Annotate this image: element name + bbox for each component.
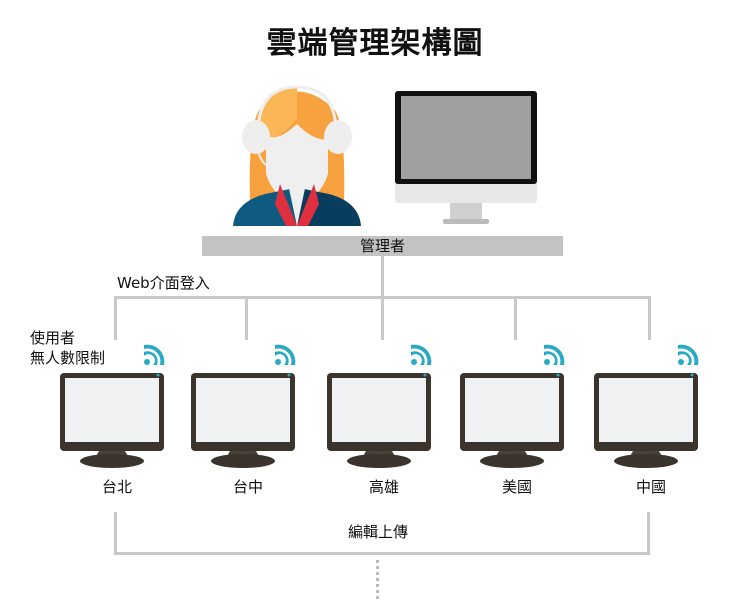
client-0: 台北 (57, 340, 177, 497)
client-label: 台中 (232, 478, 263, 496)
wifi-icon (144, 344, 165, 365)
client-3: 美國 (457, 340, 577, 497)
connector-line (381, 298, 384, 340)
client-label: 美國 (501, 478, 532, 496)
client-label: 台北 (101, 478, 132, 496)
connector-line (514, 298, 517, 340)
client-monitor-icon (191, 344, 296, 468)
client-monitor-icon (594, 344, 699, 468)
admin-person-icon (233, 85, 361, 226)
client-1: 台中 (188, 340, 308, 497)
client-4: 中國 (591, 340, 711, 497)
connector-line (114, 296, 651, 299)
connector-line (648, 298, 651, 340)
client-monitor-icon (460, 344, 565, 468)
connector-line (114, 552, 650, 555)
diagram-title: 雲端管理架構圖 (266, 26, 484, 61)
users-note-line1: 使用者 (30, 329, 76, 347)
connector-line (114, 298, 117, 340)
client-monitor-icon (60, 344, 165, 468)
connector-line (114, 512, 117, 555)
login-label: Web介面登入 (117, 274, 210, 292)
client-monitor-icon (327, 344, 432, 468)
admin-monitor-icon (395, 91, 537, 224)
wifi-icon (678, 344, 699, 365)
client-label: 中國 (635, 478, 666, 496)
upload-label: 編輯上傳 (347, 523, 408, 541)
client-label: 高雄 (368, 478, 399, 496)
connector-line (647, 512, 650, 555)
connector-line (245, 298, 248, 340)
continuation-dots (376, 560, 379, 600)
wifi-icon (411, 344, 432, 365)
wifi-icon (275, 344, 296, 365)
client-2: 高雄 (324, 340, 444, 497)
connector-line (381, 256, 384, 298)
admin-bar: 管理者 (202, 236, 563, 256)
users-note-line2: 無人數限制 (30, 349, 106, 367)
wifi-icon (544, 344, 565, 365)
